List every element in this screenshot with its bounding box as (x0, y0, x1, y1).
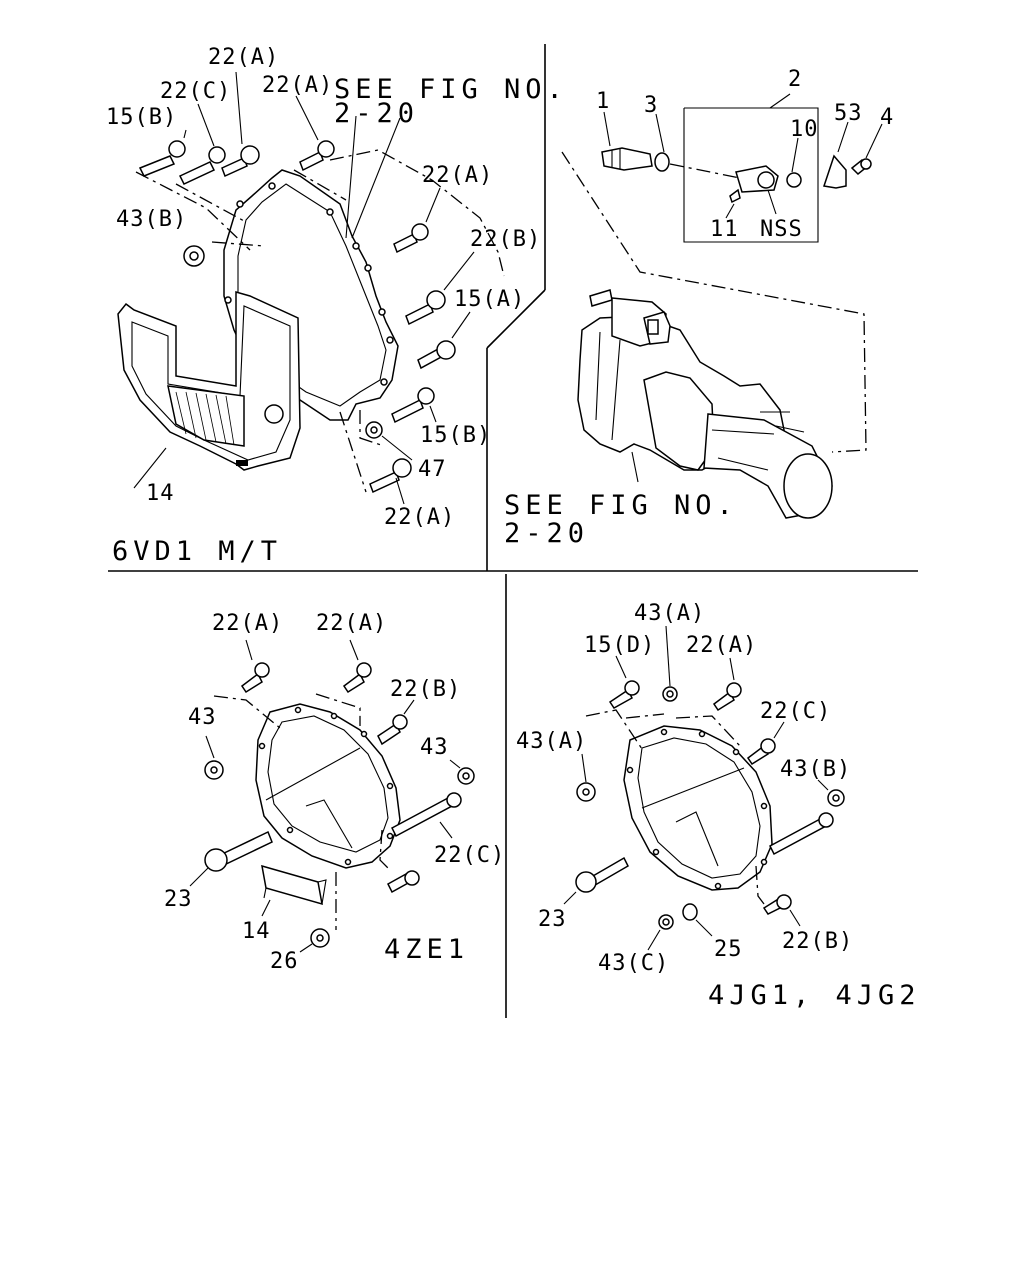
bolt-22c-top (178, 146, 226, 185)
nut-43b-4jg (827, 789, 845, 807)
nut-43a-4jg-top (662, 686, 678, 702)
label-43a-4jg-2: 43(A) (516, 729, 587, 754)
label-10: 10 (790, 117, 819, 142)
transmission-body (577, 289, 833, 519)
nut-43b (183, 245, 205, 267)
label-3: 3 (644, 93, 658, 118)
nut-43-4ze1-a (204, 760, 224, 780)
label-23-4jg: 23 (538, 907, 567, 932)
see-fig-number: 2-20 (334, 98, 419, 129)
variant-label-4jg: 4JG1, 4JG2 (708, 980, 921, 1011)
housing-holes-4ze1 (258, 706, 394, 866)
bolt-4jg-long (769, 812, 834, 856)
group-box-2 (683, 107, 819, 243)
panel-sensor: 1 3 2 10 53 4 11 NSS SEE FIG NO. 2-20 (504, 67, 894, 549)
see-fig-number-2: 2-20 (504, 518, 589, 549)
label-22a-3: 22(A) (422, 163, 493, 188)
label-15b-2: 15(B) (420, 423, 491, 448)
dust-cover-14 (117, 291, 301, 471)
label-23-4ze1: 23 (164, 887, 193, 912)
bolt-15a-right (417, 340, 456, 370)
label-22a-4ze1-2: 22(A) (316, 611, 387, 636)
o-ring-3 (654, 152, 670, 172)
bolt-15d-4jg (608, 680, 640, 709)
bolt-23-4ze1 (204, 830, 273, 872)
label-nss: NSS (760, 217, 803, 242)
bolt-22c-4ze1 (391, 792, 462, 838)
label-22b-4ze1: 22(B) (390, 677, 461, 702)
label-25-4jg: 25 (714, 937, 743, 962)
label-1: 1 (596, 89, 610, 114)
housing-4ze1 (255, 703, 401, 869)
panel-4jg: 43(A) 15(D) 22(A) 22(C) 43(A) 43(B) 23 2… (516, 601, 921, 1011)
label-15a: 15(A) (454, 287, 525, 312)
bolt-23-4jg (575, 856, 629, 893)
washer-47 (365, 421, 383, 439)
label-2: 2 (788, 67, 802, 92)
bolt-4ze1-lower (387, 870, 420, 894)
bolt-22a-4ze1-a (240, 662, 270, 694)
speed-sensor-1 (601, 147, 653, 171)
bolt-22a-top-b (299, 140, 335, 172)
nut-43-4ze1-b (457, 767, 475, 785)
label-15b: 15(B) (106, 105, 177, 130)
bolt-22a-top-a (221, 145, 260, 178)
label-47: 47 (418, 457, 447, 482)
bracket-14-4ze1 (261, 864, 327, 906)
label-43b-4jg: 43(B) (780, 757, 851, 782)
label-22b-4jg: 22(B) (782, 929, 853, 954)
housing-4jg (623, 725, 773, 891)
nut-43c-4jg (658, 914, 674, 930)
label-22a-2: 22(A) (262, 73, 333, 98)
label-43-4ze1-1: 43 (188, 705, 217, 730)
washer-25-4jg (682, 903, 698, 921)
label-22a-4: 22(A) (384, 505, 455, 530)
variant-label-4ze1: 4ZE1 (384, 934, 469, 965)
label-43c-4jg: 43(C) (598, 951, 669, 976)
nut-43a-4jg-left (576, 782, 596, 802)
label-22a-4jg: 22(A) (686, 633, 757, 658)
bracket-53 (823, 154, 847, 189)
bolt-22b-right (405, 290, 446, 326)
see-fig-label: SEE FIG NO. (334, 74, 568, 105)
panel-6vd1: 15(B) 22(C) 22(A) 22(A) SEE FIG NO. 2-20… (106, 45, 568, 567)
bolt-22b-4ze1 (377, 714, 408, 746)
label-14: 14 (146, 481, 175, 506)
panel-4ze1: 22(A) 22(A) 22(B) 43 43 22(C) 23 14 26 4… (164, 611, 505, 974)
label-26-4ze1: 26 (270, 949, 299, 974)
plug-10 (786, 172, 802, 188)
label-43b: 43(B) (116, 207, 187, 232)
bolt-22b-4jg (762, 894, 792, 915)
bolt-15b-right (391, 387, 435, 424)
label-22c-4ze1: 22(C) (434, 843, 505, 868)
label-14-4ze1: 14 (242, 919, 271, 944)
bolt-4 (850, 158, 872, 176)
panel-dividers (108, 44, 918, 1018)
bolt-22a-bottom (369, 458, 412, 494)
label-43a-4jg-1: 43(A) (634, 601, 705, 626)
label-22a-1: 22(A) (208, 45, 279, 70)
label-53: 53 (834, 101, 863, 126)
bolt-22a-4jg (712, 682, 742, 712)
variant-label-6vd1: 6VD1 M/T (112, 536, 282, 567)
label-22a-4ze1-1: 22(A) (212, 611, 283, 636)
label-43-4ze1-2: 43 (420, 735, 449, 760)
label-15d-4jg: 15(D) (584, 633, 655, 658)
label-22c: 22(C) (160, 79, 231, 104)
housing-holes-4jg (626, 728, 768, 890)
bolt-15b-top (138, 140, 186, 177)
label-22c-4jg: 22(C) (760, 699, 831, 724)
label-22b: 22(B) (470, 227, 541, 252)
pin-11 (729, 188, 741, 204)
bolt-22a-right (393, 223, 429, 254)
see-fig-label-2: SEE FIG NO. (504, 490, 738, 521)
label-4: 4 (880, 105, 894, 130)
connector-nss (735, 165, 779, 193)
housing-bolt-holes (224, 182, 394, 386)
nut-26-4ze1 (310, 928, 330, 948)
bolt-22c-4jg (746, 738, 776, 766)
label-11: 11 (710, 217, 739, 242)
bolt-22a-4ze1-b (342, 662, 372, 694)
